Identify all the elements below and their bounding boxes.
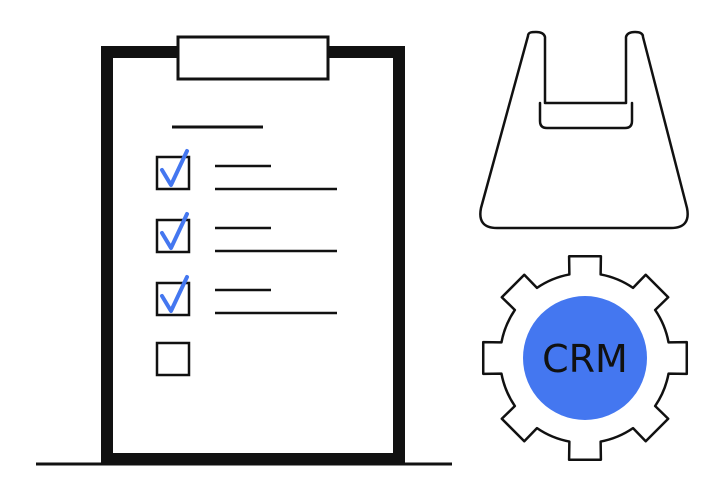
checklist-item <box>155 212 337 254</box>
clipboard-board <box>101 46 405 465</box>
checklist-item <box>155 275 337 317</box>
checklist-item <box>155 341 191 377</box>
checkbox <box>155 218 191 254</box>
crm-badge <box>523 296 647 420</box>
checkbox <box>155 281 191 317</box>
bag-handle-slot <box>538 101 634 130</box>
checkmark-icon <box>160 212 189 250</box>
crm-label: CRM <box>542 337 628 381</box>
checkbox <box>155 155 191 191</box>
clipboard-checklist-icon <box>101 35 405 465</box>
clipboard-clip <box>176 35 330 81</box>
checkmark-icon <box>160 275 189 313</box>
checkmark-icon <box>160 149 189 187</box>
shopping-bag-icon <box>479 30 689 230</box>
gear-icon: CRM <box>481 254 689 462</box>
checklist-item <box>155 149 337 191</box>
bag-body <box>479 30 689 230</box>
checklist <box>155 149 337 377</box>
checkbox <box>155 341 191 377</box>
